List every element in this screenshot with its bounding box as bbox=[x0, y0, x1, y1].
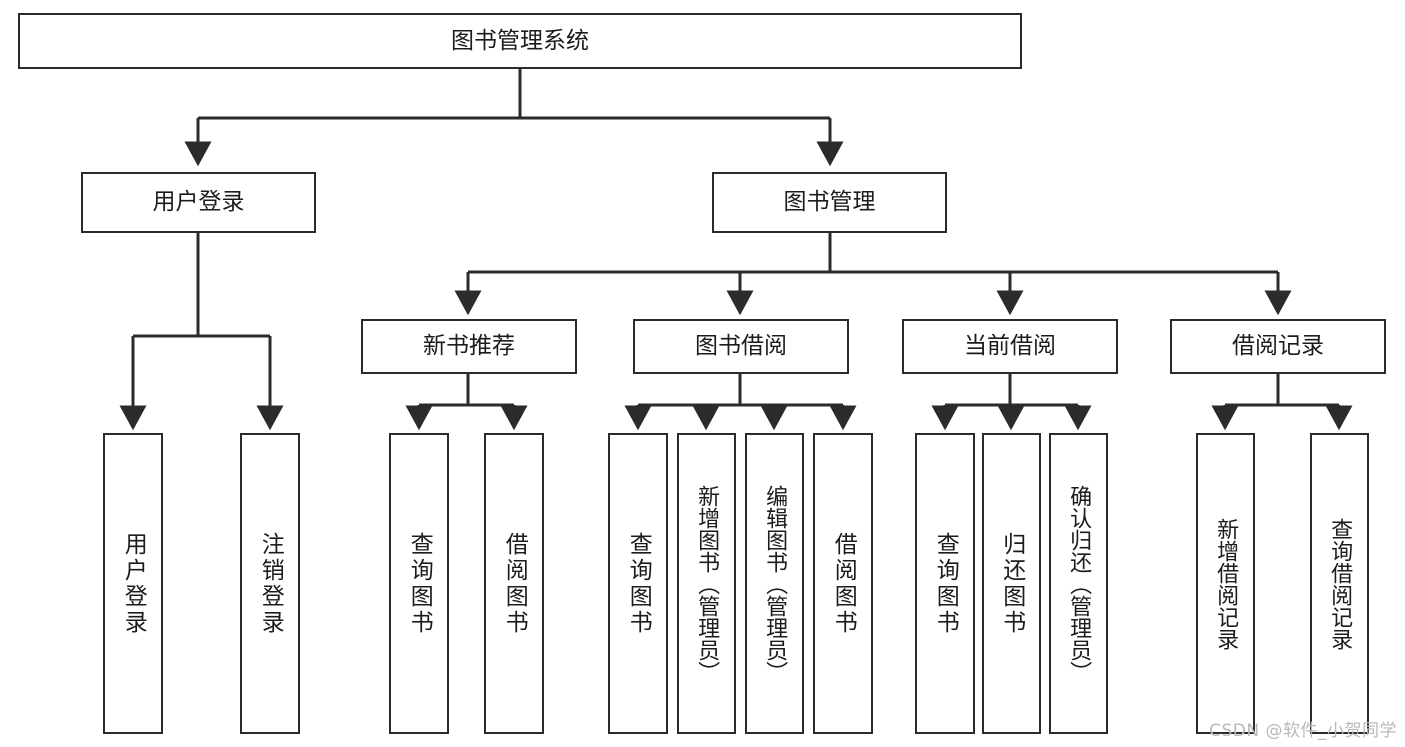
leaf-current-borrow-return[interactable]: 归还图书 bbox=[982, 433, 1041, 734]
node-borrow-record[interactable]: 借阅记录 bbox=[1170, 319, 1386, 374]
node-label: 查询借阅记录 bbox=[1327, 517, 1353, 650]
node-label: 借阅记录 bbox=[1232, 333, 1324, 360]
node-label: 查询图书 bbox=[932, 531, 959, 636]
node-current-borrow[interactable]: 当前借阅 bbox=[902, 319, 1118, 374]
node-label: 新书推荐 bbox=[423, 333, 515, 360]
leaf-book-borrow-borrow[interactable]: 借阅图书 bbox=[813, 433, 873, 734]
node-label: 借阅图书 bbox=[501, 531, 528, 636]
node-label: 用户登录 bbox=[152, 189, 245, 216]
leaf-new-book-query[interactable]: 查询图书 bbox=[389, 433, 449, 734]
node-book-management[interactable]: 图书管理 bbox=[712, 172, 947, 233]
node-label: 新增借阅记录 bbox=[1213, 517, 1239, 650]
node-label: 编辑图书（管理员） bbox=[762, 484, 788, 683]
leaf-current-borrow-query[interactable]: 查询图书 bbox=[915, 433, 975, 734]
leaf-book-borrow-query[interactable]: 查询图书 bbox=[608, 433, 668, 734]
node-label: 归还图书 bbox=[998, 531, 1025, 636]
node-user-login[interactable]: 用户登录 bbox=[81, 172, 316, 233]
leaf-book-borrow-add[interactable]: 新增图书（管理员） bbox=[677, 433, 736, 734]
node-label: 确认归还（管理员） bbox=[1066, 484, 1092, 683]
leaf-user-login-login[interactable]: 用户登录 bbox=[103, 433, 163, 734]
node-book-borrow[interactable]: 图书借阅 bbox=[633, 319, 849, 374]
leaf-new-book-borrow[interactable]: 借阅图书 bbox=[484, 433, 544, 734]
node-label: 借阅图书 bbox=[830, 531, 857, 636]
leaf-user-login-logout[interactable]: 注销登录 bbox=[240, 433, 300, 734]
leaf-borrow-record-add[interactable]: 新增借阅记录 bbox=[1196, 433, 1255, 734]
csdn-watermark: CSDN @软件_小贺同学 bbox=[1209, 721, 1397, 741]
node-label: 当前借阅 bbox=[964, 333, 1056, 360]
node-label: 图书管理系统 bbox=[451, 27, 589, 54]
node-label: 查询图书 bbox=[625, 531, 652, 636]
leaf-book-borrow-edit[interactable]: 编辑图书（管理员） bbox=[745, 433, 804, 734]
node-new-book-recommend[interactable]: 新书推荐 bbox=[361, 319, 577, 374]
node-label: 查询图书 bbox=[406, 531, 433, 636]
node-label: 图书管理 bbox=[783, 189, 876, 216]
node-label: 用户登录 bbox=[120, 531, 147, 636]
leaf-borrow-record-query[interactable]: 查询借阅记录 bbox=[1310, 433, 1369, 734]
leaf-current-borrow-confirm-return[interactable]: 确认归还（管理员） bbox=[1049, 433, 1108, 734]
node-label: 图书借阅 bbox=[695, 333, 787, 360]
node-root-system[interactable]: 图书管理系统 bbox=[18, 13, 1022, 69]
node-label: 注销登录 bbox=[257, 531, 284, 636]
node-label: 新增图书（管理员） bbox=[694, 484, 720, 683]
